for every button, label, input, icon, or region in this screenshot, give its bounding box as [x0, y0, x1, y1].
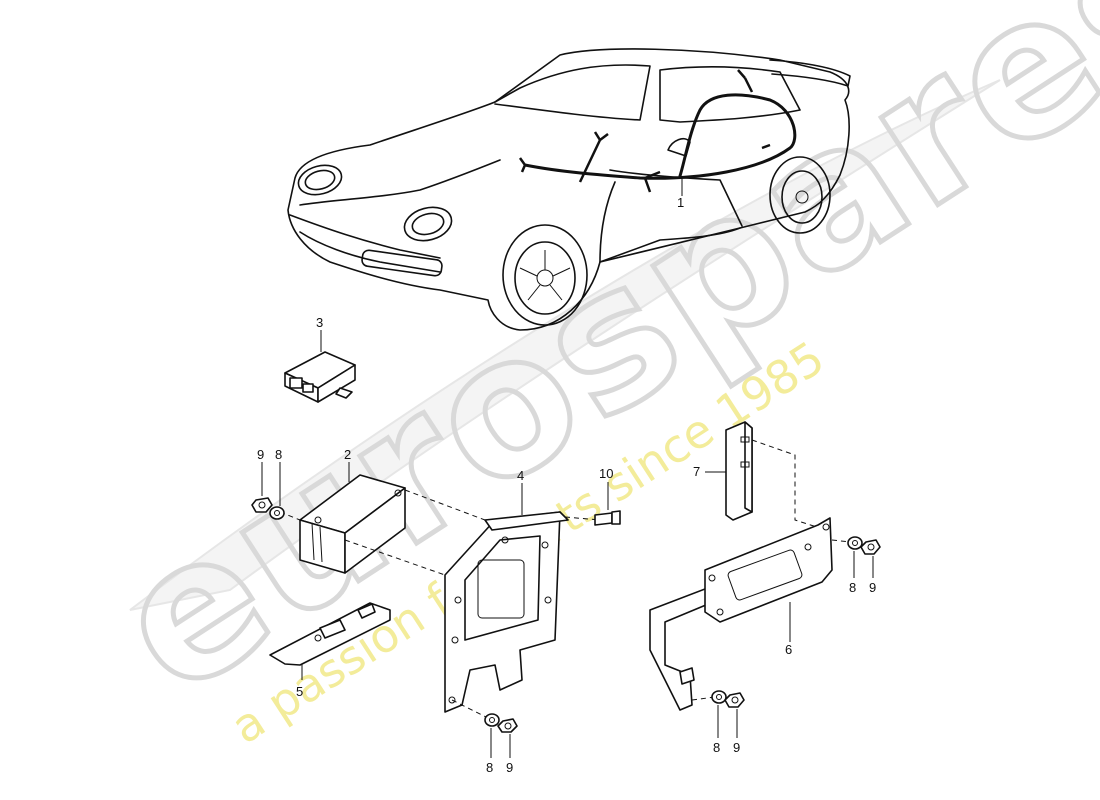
callout-9-b: 9 [506, 760, 513, 775]
watermark-brand: eurospares [79, 0, 1100, 738]
callout-2: 2 [344, 447, 351, 462]
callout-9-c: 9 [869, 580, 876, 595]
part-5-small-bracket [269, 602, 391, 680]
fasteners-bottom-right [691, 690, 745, 738]
callout-10: 10 [599, 466, 613, 481]
callout-8-a: 8 [275, 447, 282, 462]
callout-8-b: 8 [486, 760, 493, 775]
watermark: eurospares a passion for parts since 198… [77, 0, 1100, 754]
callout-9-d: 9 [733, 740, 740, 755]
callout-1: 1 [677, 195, 684, 210]
part-10-screw [594, 482, 621, 526]
callout-8-d: 8 [713, 740, 720, 755]
car-illustration [287, 48, 851, 331]
fasteners-left-top [251, 462, 285, 520]
watermark-swoosh [129, 79, 1001, 611]
fasteners-right [831, 536, 881, 578]
part-3-relay [284, 330, 356, 403]
callout-7: 7 [693, 464, 700, 479]
callout-5: 5 [296, 684, 303, 699]
fasteners-bottom-middle [484, 713, 518, 758]
part-6-large-bracket [649, 517, 833, 711]
part-4-bracket [444, 483, 569, 721]
part-2-control-unit [299, 462, 406, 574]
part-7-strip-bracket [705, 421, 821, 529]
callout-8-c: 8 [849, 580, 856, 595]
callout-4: 4 [517, 468, 524, 483]
callout-9-a: 9 [257, 447, 264, 462]
callout-3: 3 [316, 315, 323, 330]
callout-6: 6 [785, 642, 792, 657]
